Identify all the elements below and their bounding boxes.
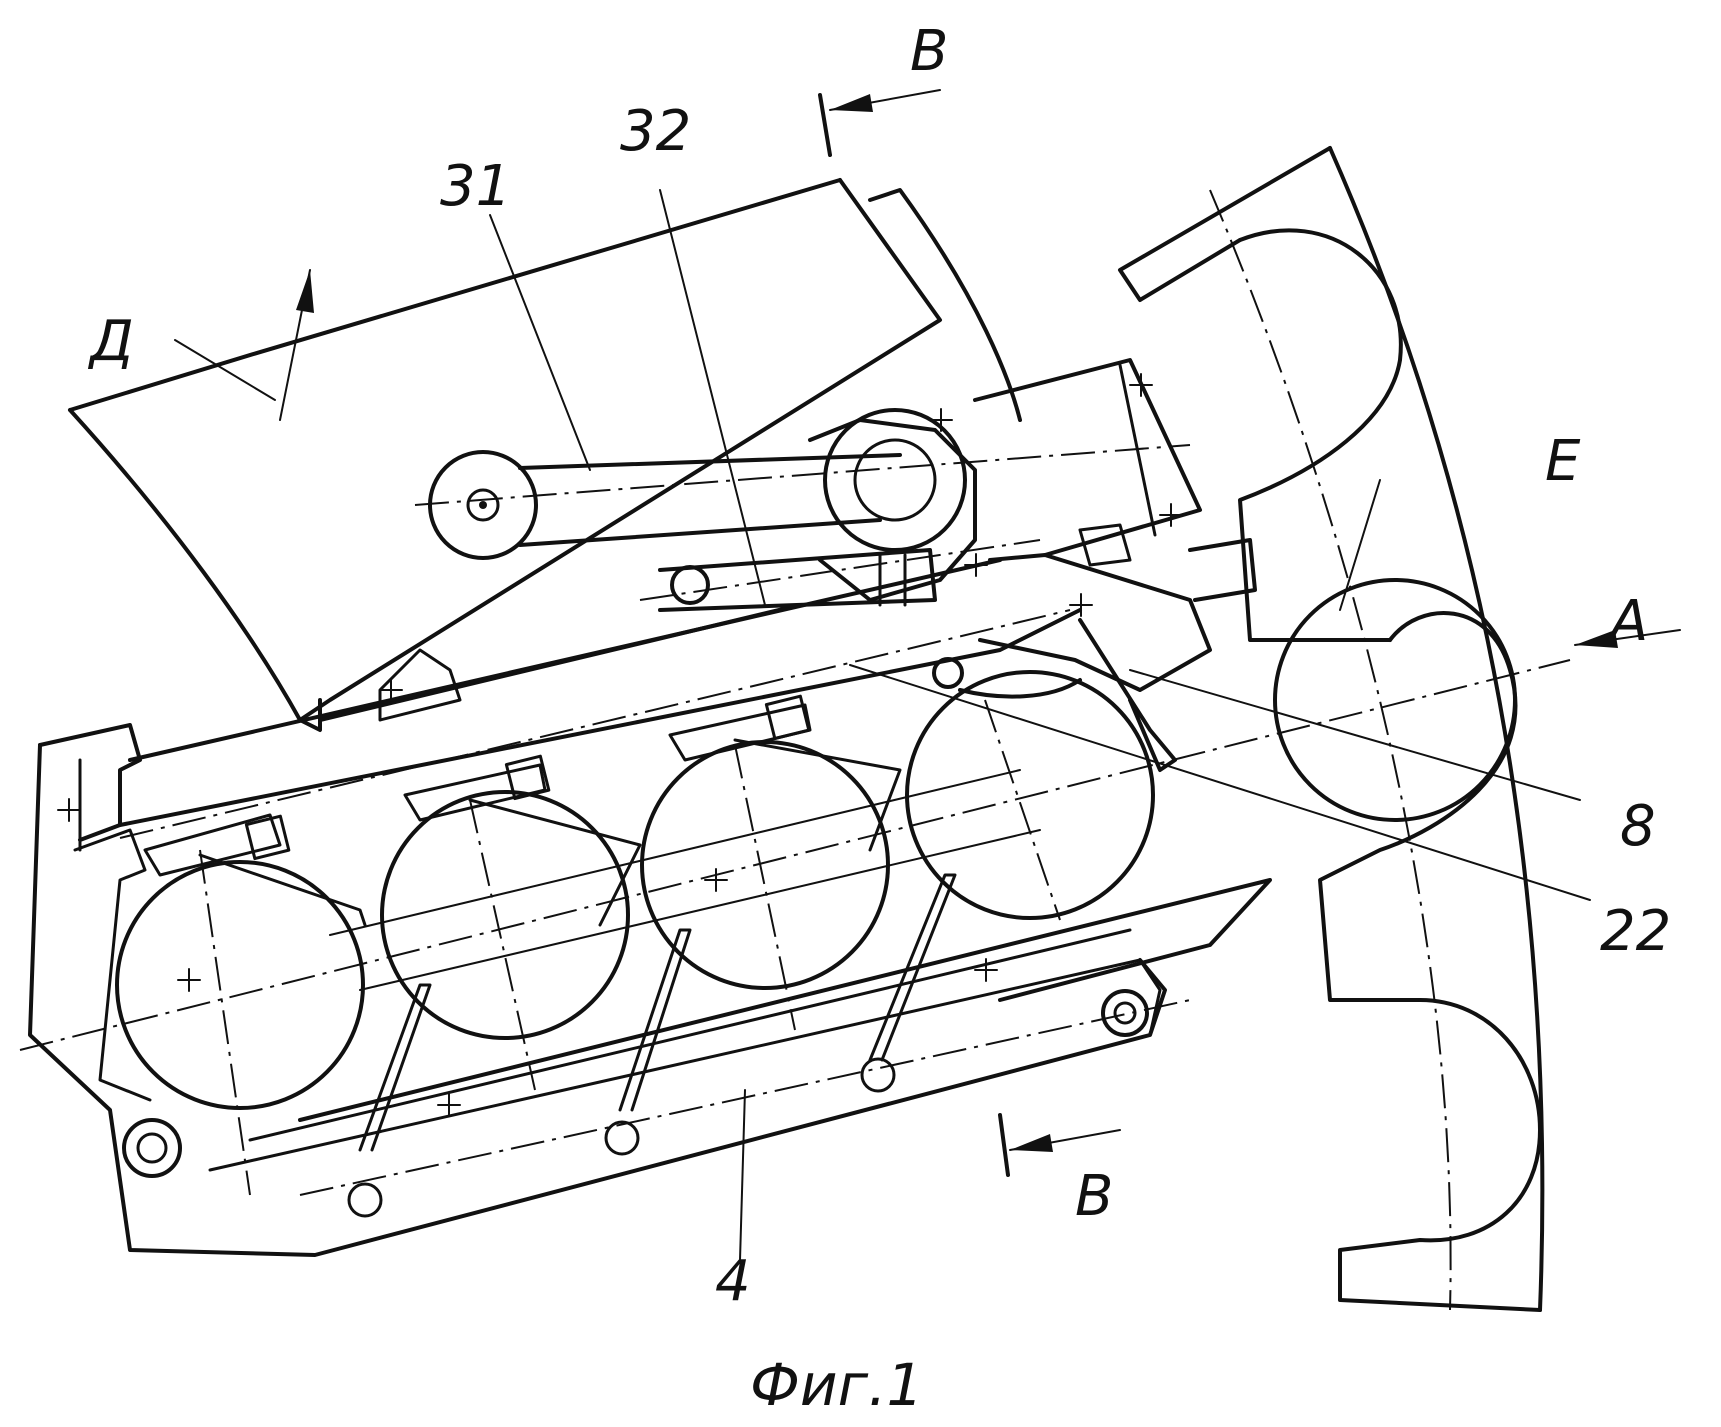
- label-item-8: 8: [1620, 794, 1656, 859]
- label-view-a: А: [1607, 589, 1648, 654]
- label-item-31: 31: [440, 154, 511, 219]
- section-arrow-b-top: [820, 90, 940, 155]
- label-view-d: Д: [87, 309, 134, 374]
- label-section-b-bottom: В: [1075, 1164, 1113, 1229]
- label-item-22: 22: [1600, 899, 1671, 964]
- upper-cover-plate: [70, 180, 1020, 720]
- figure-caption: Фиг.1: [750, 1351, 923, 1419]
- label-item-4: 4: [715, 1249, 751, 1314]
- cross-marks: [58, 374, 1182, 1116]
- label-view-e: Е: [1545, 429, 1581, 494]
- logs-in-bin: [117, 580, 1515, 1108]
- label-section-b-top: В: [910, 19, 948, 84]
- label-item-32: 32: [620, 99, 691, 164]
- lever-mechanism: [380, 360, 1255, 770]
